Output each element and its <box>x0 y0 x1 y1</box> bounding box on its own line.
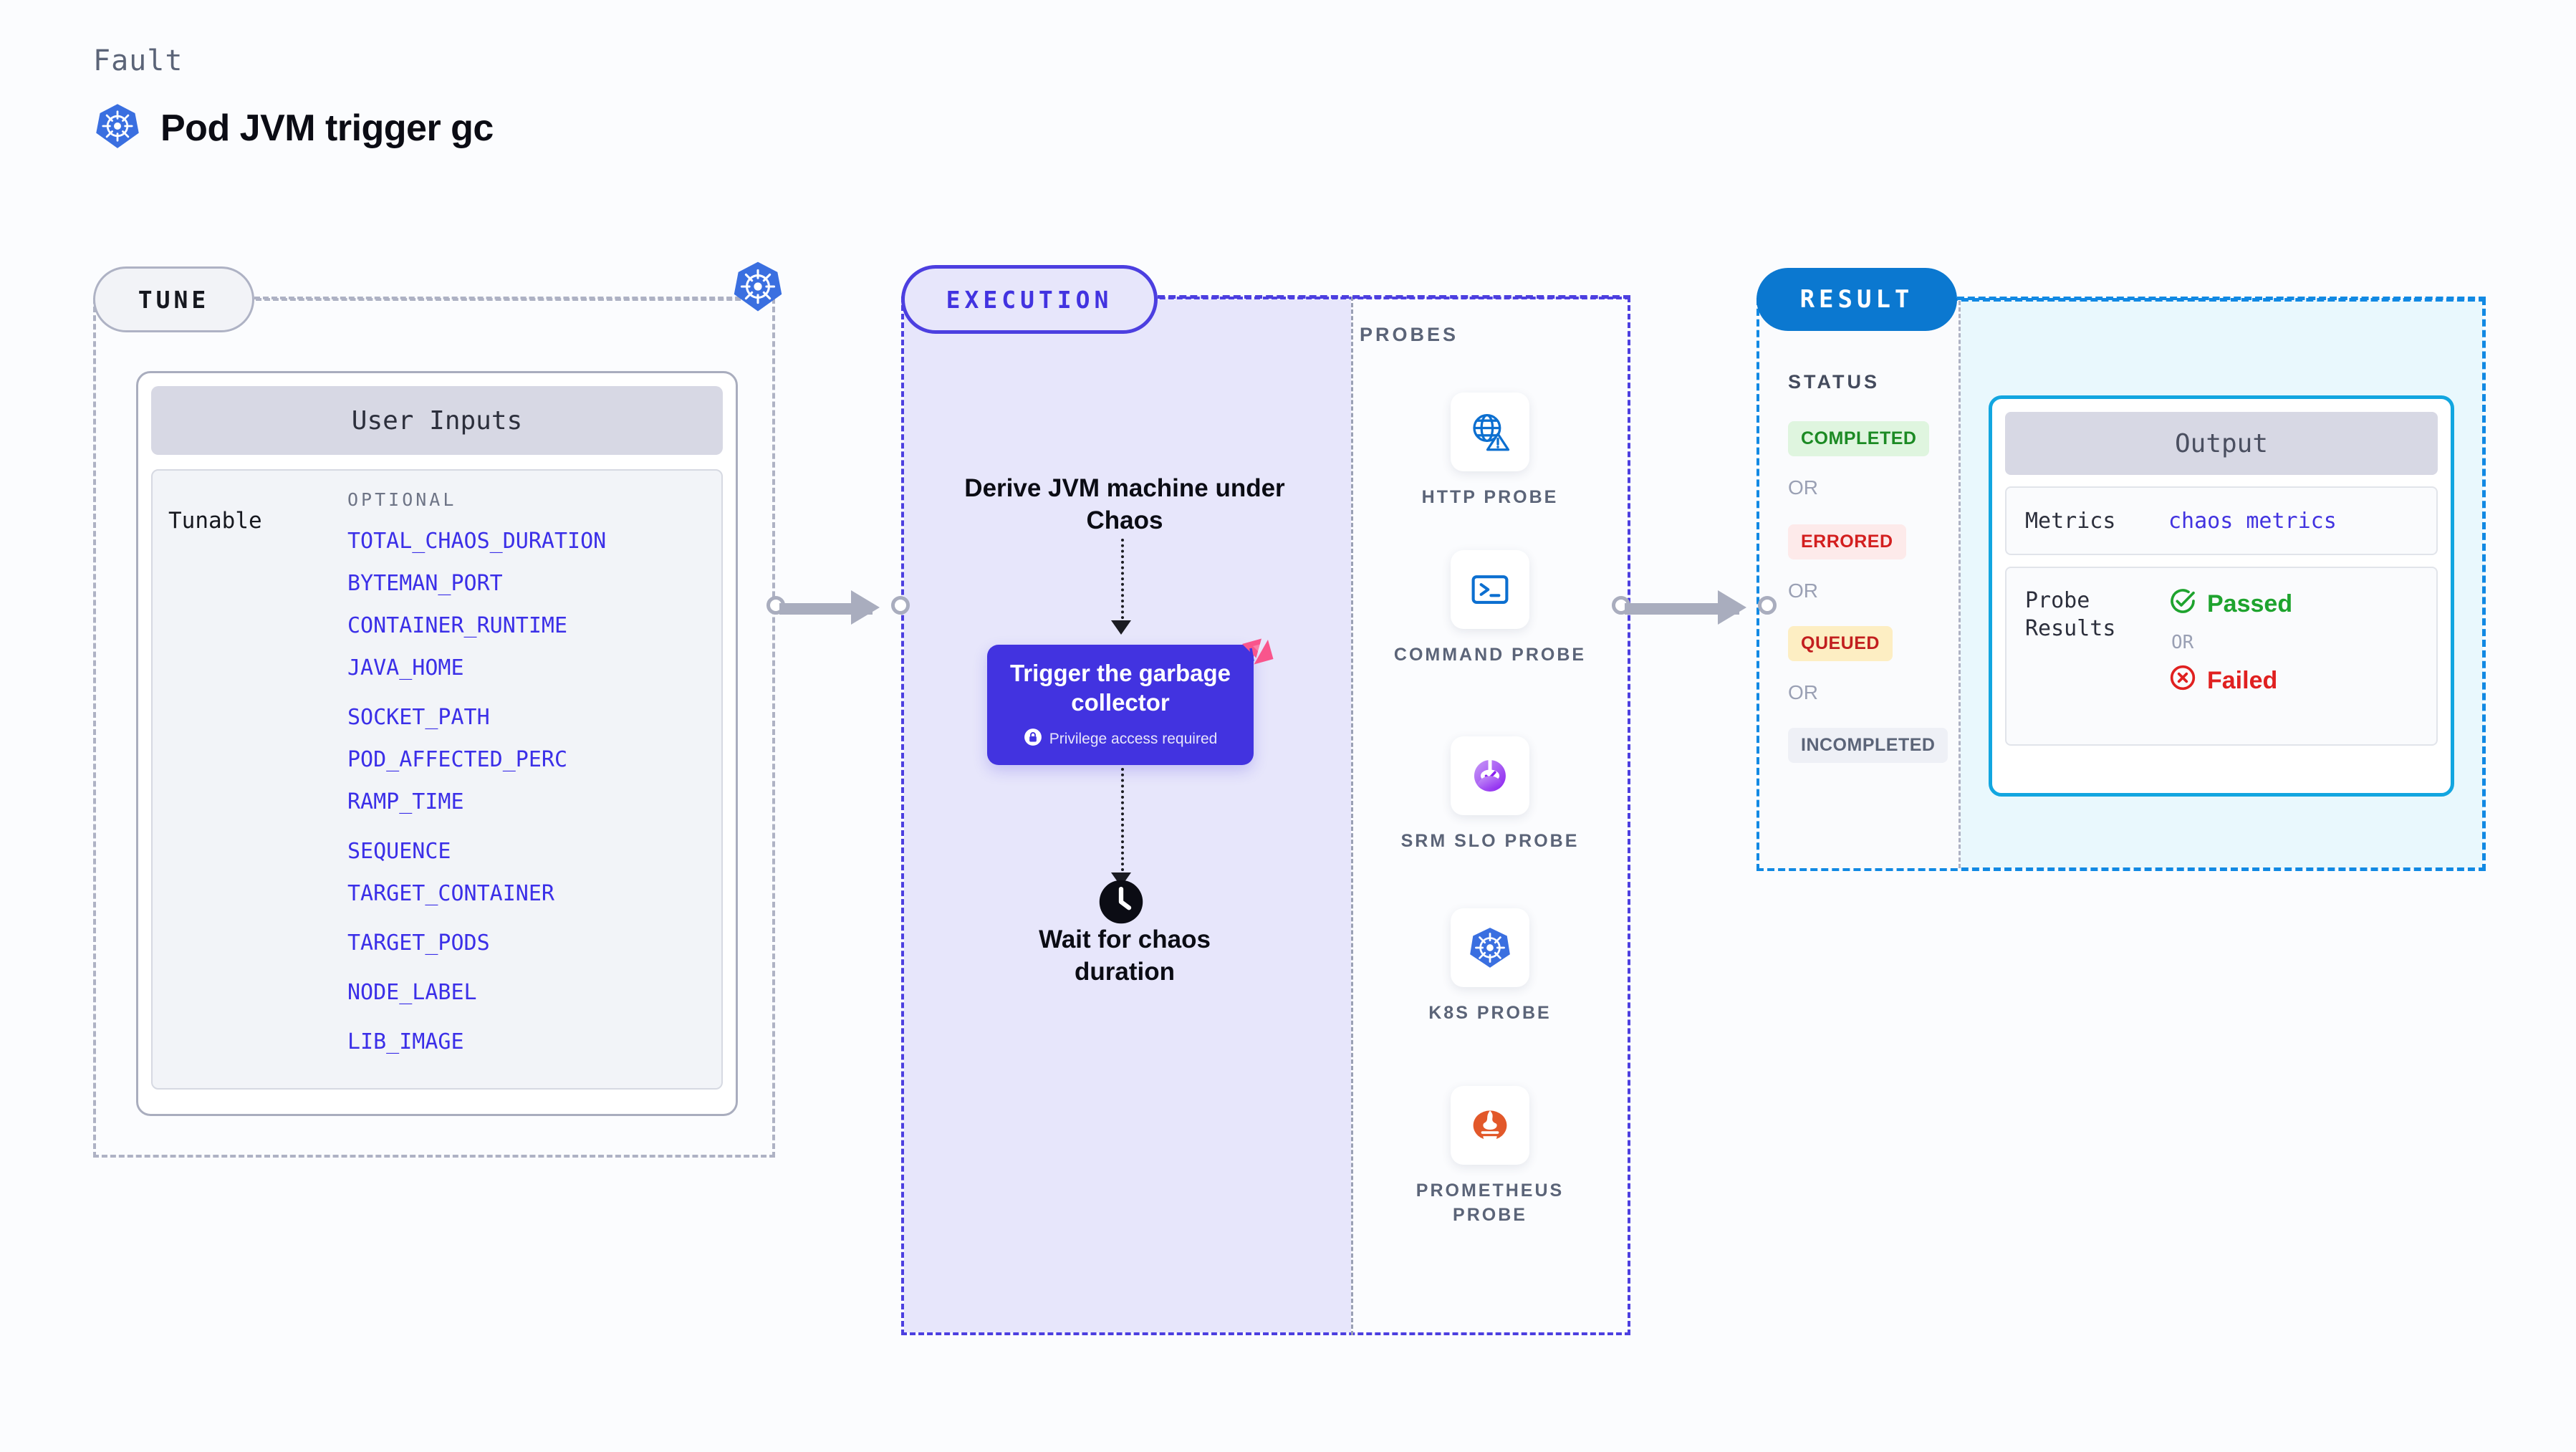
variable-item[interactable]: RAMP_TIME <box>347 789 464 814</box>
flow-arrow-line <box>1121 768 1124 877</box>
execution-connector-line <box>1158 295 1630 299</box>
output-card: Output Metrics chaos metrics Probe Resul… <box>1989 395 2454 797</box>
terminal-icon <box>1451 550 1529 629</box>
metrics-row: Metrics chaos metrics <box>2005 486 2438 555</box>
variable-item[interactable]: JAVA_HOME <box>347 655 464 681</box>
probe-label: PROMETHEUS PROBE <box>1416 1181 1565 1225</box>
prometheus-icon <box>1451 1086 1529 1165</box>
probe-result-passed: Passed <box>2168 587 2292 622</box>
probe-label: SRM SLO PROBE <box>1400 831 1580 851</box>
check-circle-icon <box>2168 587 2197 622</box>
probe-label: K8S PROBE <box>1428 1003 1552 1023</box>
probe-srm-slo[interactable]: SRM SLO PROBE <box>1390 736 1590 854</box>
status-badge-completed: COMPLETED <box>1788 421 1930 456</box>
probes-section-label: PROBES <box>1360 324 1459 345</box>
kubernetes-icon <box>93 102 142 154</box>
variables-column: OPTIONAL TOTAL_CHAOS_DURATION BYTEMAN_PO… <box>347 489 721 1088</box>
or-separator: OR <box>1788 476 1818 499</box>
variable-item[interactable]: TOTAL_CHAOS_DURATION <box>347 529 607 554</box>
or-separator: OR <box>1788 681 1818 703</box>
tune-panel <box>93 298 775 1158</box>
tab-result[interactable]: RESULT <box>1756 268 1957 331</box>
result-connector-line <box>1957 297 2486 300</box>
globe-warning-icon <box>1451 393 1529 471</box>
user-inputs-card: User Inputs Tunable OPTIONAL TOTAL_CHAOS… <box>136 371 738 1116</box>
probe-http[interactable]: HTTP PROBE <box>1390 393 1590 510</box>
clock-icon <box>1097 878 1145 929</box>
probe-results-key: Probe Results <box>2025 588 2116 641</box>
probes-panel <box>1351 297 1630 1335</box>
title-row: Pod JVM trigger gc <box>93 102 494 154</box>
flow-arrow-head <box>1111 620 1131 635</box>
status-badge-errored: ERRORED <box>1788 524 1906 559</box>
status-badge-queued: QUEUED <box>1788 626 1893 661</box>
probe-k8s[interactable]: K8S PROBE <box>1390 908 1590 1026</box>
x-circle-icon <box>2168 663 2197 698</box>
probe-command[interactable]: COMMAND PROBE <box>1390 550 1590 668</box>
variable-item[interactable]: BYTEMAN_PORT <box>347 571 503 596</box>
optional-group-label: OPTIONAL <box>347 489 457 510</box>
variable-item[interactable]: LIB_IMAGE <box>347 1029 464 1054</box>
output-title: Output <box>2005 412 2438 475</box>
status-section-label: STATUS <box>1788 371 1880 393</box>
kubernetes-icon <box>1451 908 1529 987</box>
user-inputs-title: User Inputs <box>151 386 723 455</box>
privilege-note-label: Privilege access required <box>1049 730 1218 747</box>
privilege-note: Privilege access required <box>1024 728 1218 751</box>
result-status-column <box>1759 301 1961 868</box>
step-derive-jvm: Derive JVM machine under Chaos <box>964 474 1285 534</box>
lock-icon <box>1024 728 1042 751</box>
probe-result-failed: Failed <box>2168 663 2292 698</box>
variable-item[interactable]: POD_AFFECTED_PERC <box>347 747 568 772</box>
execution-panel-fill <box>904 299 1351 1332</box>
kubernetes-icon <box>731 259 785 317</box>
probe-results-row: Probe Results Passed OR <box>2005 567 2438 746</box>
variable-item[interactable]: TARGET_CONTAINER <box>347 881 554 906</box>
probe-label: HTTP PROBE <box>1421 487 1559 507</box>
variable-item[interactable]: CONTAINER_RUNTIME <box>347 613 568 638</box>
variable-item[interactable]: SOCKET_PATH <box>347 705 490 730</box>
metrics-value[interactable]: chaos metrics <box>2168 508 2337 534</box>
variable-item[interactable]: NODE_LABEL <box>347 980 477 1005</box>
variable-item[interactable]: TARGET_PODS <box>347 931 490 956</box>
or-separator: OR <box>1788 580 1818 602</box>
trigger-title: Trigger the garbage collector <box>1009 660 1231 716</box>
tab-tune[interactable]: TUNE <box>93 266 254 332</box>
variable-item[interactable]: SEQUENCE <box>347 839 451 864</box>
step-trigger-garbage-collector[interactable]: Trigger the garbage collector Privilege … <box>987 645 1254 765</box>
metrics-key: Metrics <box>2025 508 2116 534</box>
probe-label: COMMAND PROBE <box>1393 645 1587 665</box>
tune-connector-line <box>254 297 775 299</box>
tunable-label: Tunable <box>168 508 262 534</box>
passed-label: Passed <box>2207 590 2293 617</box>
page-header: Fault Pod JVM trigger gc <box>93 44 494 154</box>
srm-slo-icon <box>1451 736 1529 815</box>
litmus-logo-icon <box>1229 629 1281 684</box>
flow-arrow-line <box>1121 539 1124 625</box>
or-separator: OR <box>2171 632 2194 653</box>
fault-label: Fault <box>93 44 183 77</box>
tab-execution[interactable]: EXECUTION <box>901 265 1158 334</box>
user-inputs-body: Tunable OPTIONAL TOTAL_CHAOS_DURATION BY… <box>151 469 723 1090</box>
failed-label: Failed <box>2207 667 2278 694</box>
probe-prometheus[interactable]: PROMETHEUS PROBE <box>1390 1086 1590 1227</box>
status-badge-incompleted: INCOMPLETED <box>1788 728 1948 763</box>
page-title: Pod JVM trigger gc <box>160 107 494 149</box>
step-wait-for-chaos-duration: Wait for chaos duration <box>1039 925 1211 986</box>
